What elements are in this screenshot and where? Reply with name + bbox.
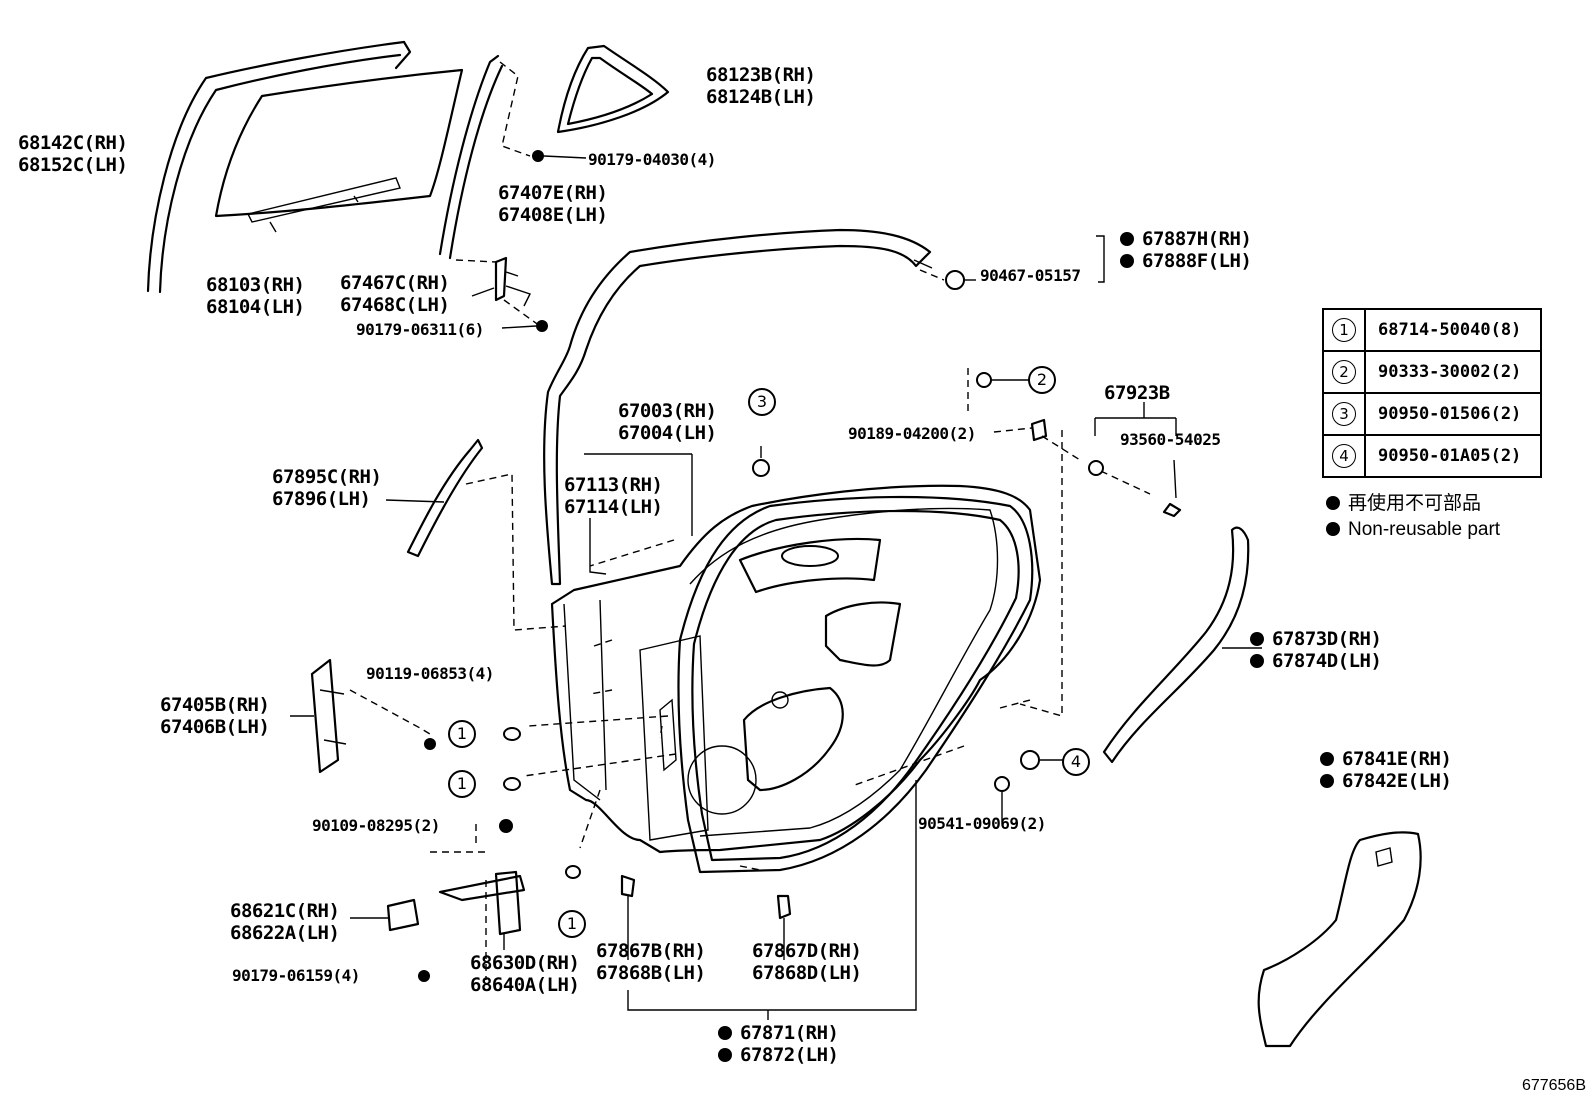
label-67407e: 67407E(RH)67408E(LH): [498, 182, 608, 226]
callout-1a: 1: [448, 720, 476, 748]
door-service-hole-cover: [1257, 831, 1422, 1048]
legend-key: 1: [1332, 318, 1356, 342]
label-68103: 68103(RH)68104(LH): [206, 274, 305, 318]
label-67113: 67113(RH)67114(LH): [564, 474, 663, 518]
note-non-reusable-en: Non-reusable part: [1326, 518, 1500, 542]
label-68630d: 68630D(RH)68640A(LH): [470, 952, 580, 996]
body-side-weatherstrip: [1102, 526, 1250, 764]
legend-row: 3 90950-01506(2): [1322, 392, 1542, 436]
label-67871: 67871(RH) 67872(LH): [718, 1022, 839, 1066]
note-non-reusable-jp: 再使用不可部品: [1326, 492, 1481, 516]
label-90179-04030: 90179-04030(4): [588, 150, 716, 169]
legend-row: 4 90950-01A05(2): [1322, 434, 1542, 478]
quarter-window-glass: [556, 44, 670, 134]
label-67895c: 67895C(RH)67896(LH): [272, 466, 382, 510]
door-check: [350, 819, 526, 982]
label-67873d: 67873D(RH) 67874D(LH): [1250, 628, 1382, 672]
label-67867b: 67867B(RH)67868B(LH): [596, 940, 706, 984]
legend-part: 68714-50040(8): [1364, 308, 1542, 352]
callout-2: 2: [1028, 366, 1056, 394]
bolt-marker-90179-04030: [532, 150, 544, 162]
label-67923b: 67923B: [1104, 382, 1170, 404]
legend-row: 1 68714-50040(8): [1322, 308, 1542, 352]
label-67841e: 67841E(RH) 67842E(LH): [1320, 748, 1452, 792]
label-67003: 67003(RH)67004(LH): [618, 400, 717, 444]
clip-67867d: [776, 894, 792, 920]
door-glass: [214, 68, 464, 233]
door-weatherstrip: [677, 495, 1034, 874]
label-68621c: 68621C(RH)68622A(LH): [230, 900, 340, 944]
callout-1c: 1: [558, 910, 586, 938]
callout-3: 3: [748, 388, 776, 416]
label-67867d: 67867D(RH)67868D(LH): [752, 940, 862, 984]
label-90189-04200: 90189-04200(2): [848, 424, 976, 443]
door-outside-moulding: [406, 438, 484, 558]
label-90541-09069: 90541-09069(2): [918, 814, 1046, 833]
label-90179-06311: 90179-06311(6): [356, 320, 484, 339]
label-67467c: 67467C(RH)67468C(LH): [340, 272, 450, 316]
label-68142c: 68142C(RH)68152C(LH): [18, 132, 128, 176]
legend-table: 1 68714-50040(8) 2 90333-30002(2) 3 9095…: [1322, 308, 1542, 478]
bullet-icon: [1326, 496, 1340, 510]
callout-4: 4: [1062, 748, 1090, 776]
label-90179-06159: 90179-06159(4): [232, 966, 360, 985]
legend-part: 90950-01A05(2): [1364, 434, 1542, 478]
window-frame-moulding: [146, 40, 412, 294]
label-93560-54025: 93560-54025: [1120, 430, 1221, 449]
callout-1b: 1: [448, 770, 476, 798]
clip-67867b: [620, 874, 636, 898]
diagram-reference-code: 677656B: [1521, 1077, 1586, 1094]
label-90467-05157: 90467-05157: [980, 266, 1081, 285]
run-channel-bracket: [455, 256, 548, 332]
label-67405b: 67405B(RH)67406B(LH): [160, 694, 270, 738]
legend-part: 90333-30002(2): [1364, 350, 1542, 394]
label-67887h: 67887H(RH) 67888F(LH): [1120, 228, 1252, 272]
label-90109-08295: 90109-08295(2): [312, 816, 440, 835]
rear-door-panel: [550, 484, 1042, 854]
glass-run-channel: [438, 54, 531, 260]
legend-key: 4: [1332, 444, 1356, 468]
label-90119-06853: 90119-06853(4): [366, 664, 494, 683]
legend-key: 3: [1332, 402, 1356, 426]
legend-row: 2 90333-30002(2): [1322, 350, 1542, 394]
label-68123b: 68123B(RH)68124B(LH): [706, 64, 816, 108]
door-weatherstrip-upper: [543, 228, 1105, 586]
legend-key: 2: [1332, 360, 1356, 384]
bullet-icon: [1326, 522, 1340, 536]
legend-part: 90950-01506(2): [1364, 392, 1542, 436]
window-regulator-bracket: [290, 658, 436, 774]
